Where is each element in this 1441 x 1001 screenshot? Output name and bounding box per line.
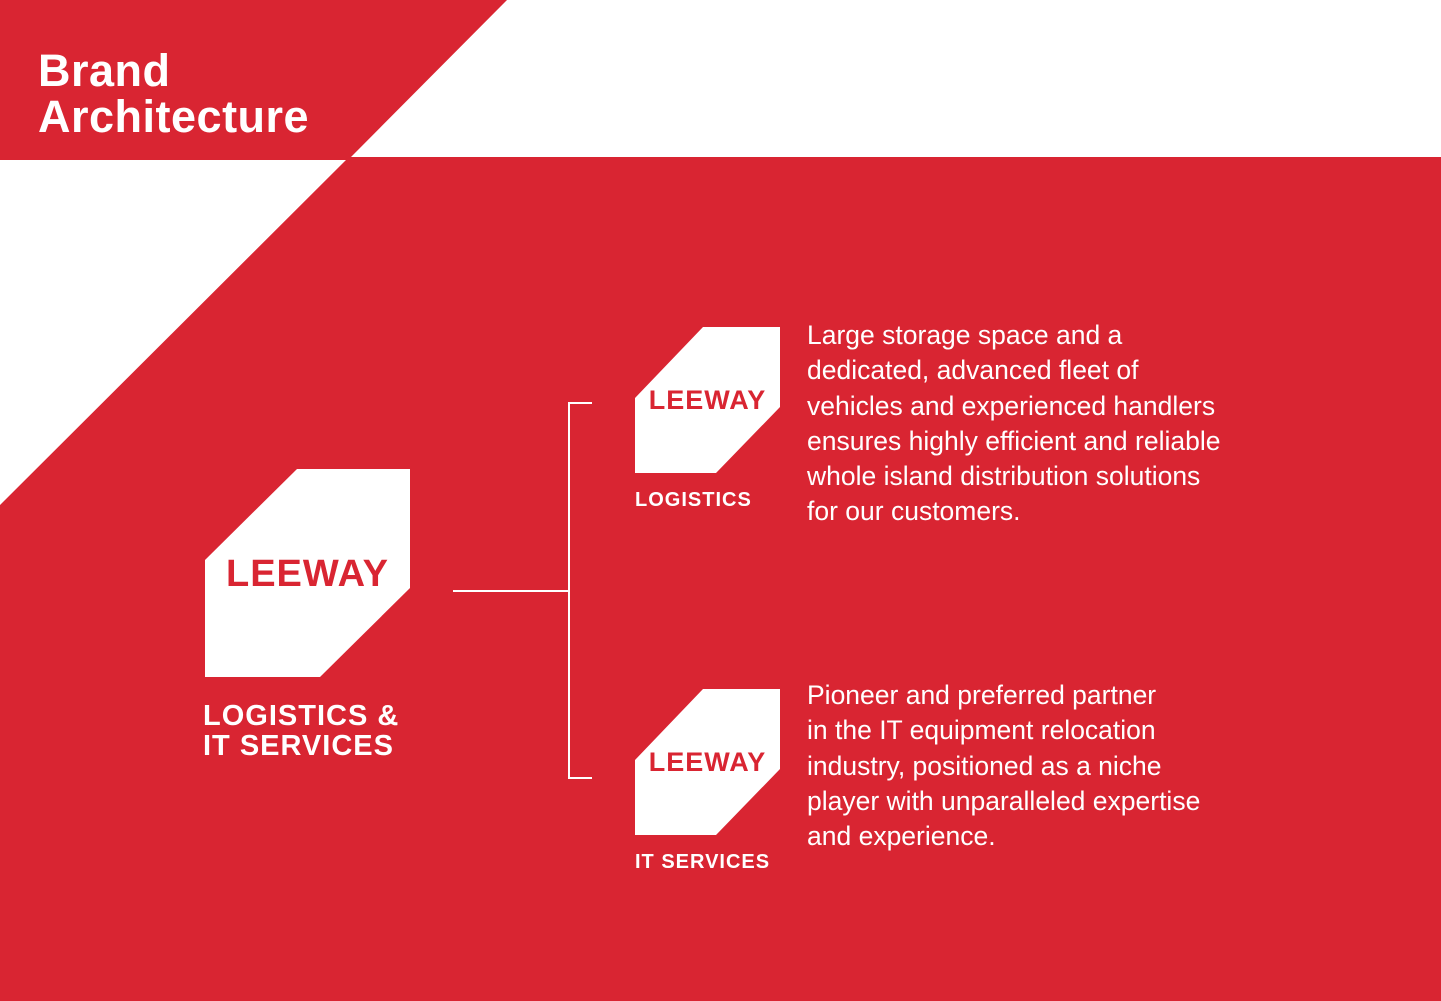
connector-bottom-branch xyxy=(568,777,592,779)
parent-logo: LEEWAY xyxy=(205,469,410,677)
it-services-description: Pioneer and preferred partner in the IT … xyxy=(807,680,1201,852)
logistics-caption: LOGISTICS xyxy=(635,489,752,511)
it-services-caption: IT SERVICES xyxy=(635,851,771,873)
logo-wordmark: LEEWAY xyxy=(226,553,389,595)
logo-wordmark: LEEWAY xyxy=(648,385,767,415)
page-title: Brand Architecture xyxy=(38,45,310,142)
logistics-logo: LEEWAY xyxy=(635,327,780,473)
logo-wordmark: LEEWAY xyxy=(648,747,767,777)
it-services-logo: LEEWAY xyxy=(635,689,780,835)
connector-vertical xyxy=(568,402,570,779)
logistics-description: Large storage space and a dedicated, adv… xyxy=(807,320,1221,527)
connector-top-branch xyxy=(568,402,592,404)
parent-caption: LOGISTICS & IT SERVICES xyxy=(203,700,400,762)
connector-horizontal xyxy=(453,590,570,592)
